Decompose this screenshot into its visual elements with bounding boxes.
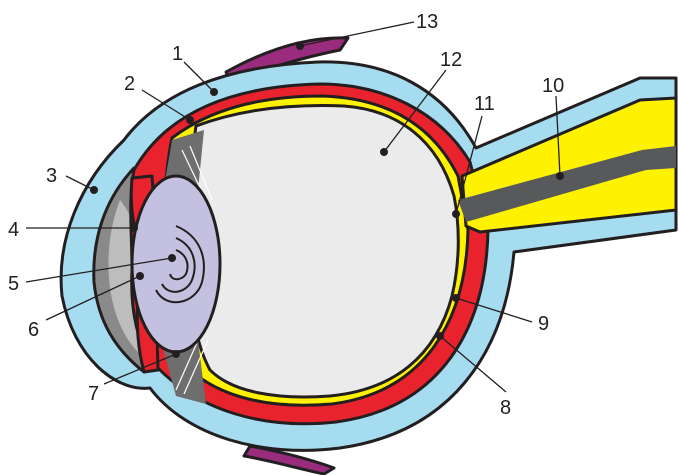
vitreous-body xyxy=(192,106,459,397)
leader-13 xyxy=(300,22,414,46)
label-5: 5 xyxy=(8,273,19,295)
label-4: 4 xyxy=(8,219,19,241)
lens xyxy=(132,176,220,352)
label-9: 9 xyxy=(538,313,549,335)
label-7: 7 xyxy=(88,383,99,405)
label-2: 2 xyxy=(124,73,135,95)
label-3: 3 xyxy=(46,165,57,187)
label-12: 12 xyxy=(440,49,462,71)
label-1: 1 xyxy=(172,43,183,65)
label-6: 6 xyxy=(28,319,39,341)
label-11: 11 xyxy=(474,93,495,115)
label-13: 13 xyxy=(416,11,438,33)
label-8: 8 xyxy=(500,397,511,419)
label-10: 10 xyxy=(542,75,564,97)
